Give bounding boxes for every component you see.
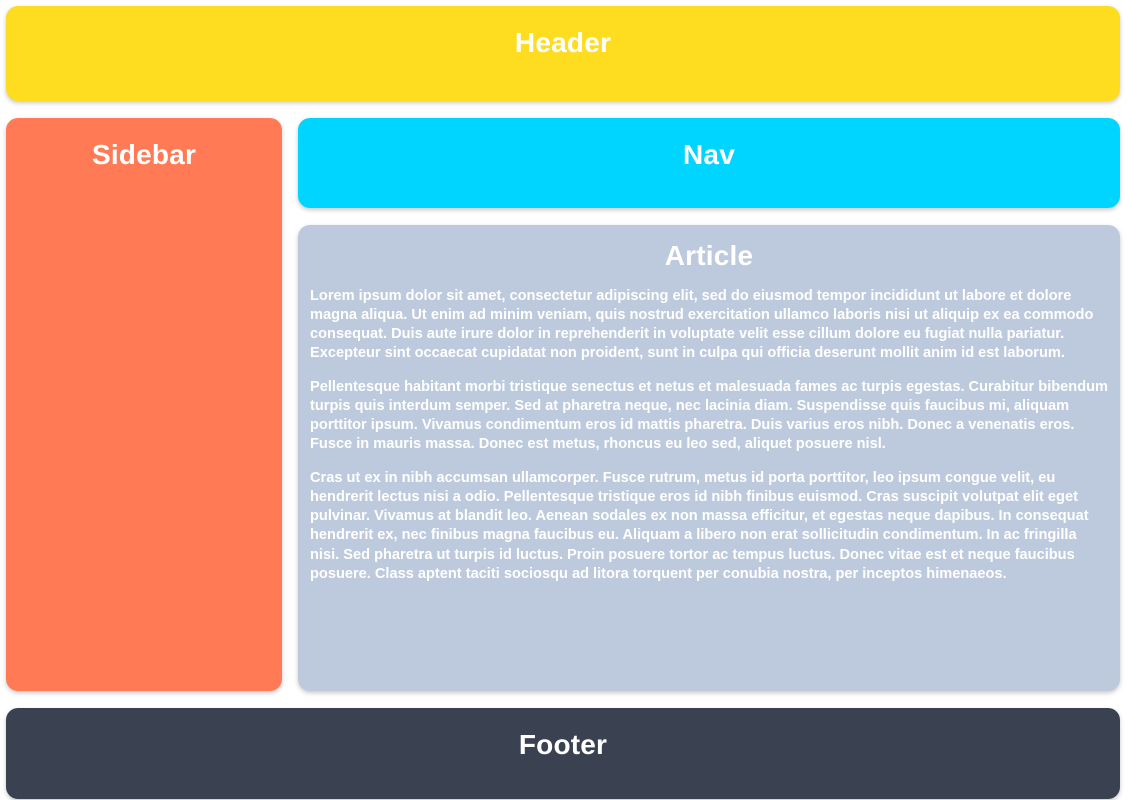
nav-title: Nav [683,139,735,170]
footer-title: Footer [518,729,608,760]
article-region: Article Lorem ipsum dolor sit amet, cons… [298,225,1120,691]
header-region: Header [6,6,1120,101]
article-title: Article [664,240,754,271]
article-paragraph: Cras ut ex in nibh accumsan ullamcorper.… [310,469,1089,582]
article-paragraph: Pellentesque habitant morbi tristique se… [310,378,1108,453]
footer-region: Footer [6,708,1120,799]
article-paragraph: Lorem ipsum dolor sit amet, consectetur … [310,287,1094,362]
nav-region: Nav [298,118,1120,208]
sidebar-title: Sidebar [91,139,197,170]
article-body: Lorem ipsum dolor sit amet, consectetur … [308,287,1110,585]
header-title: Header [514,27,612,58]
sidebar-region: Sidebar [6,118,282,691]
